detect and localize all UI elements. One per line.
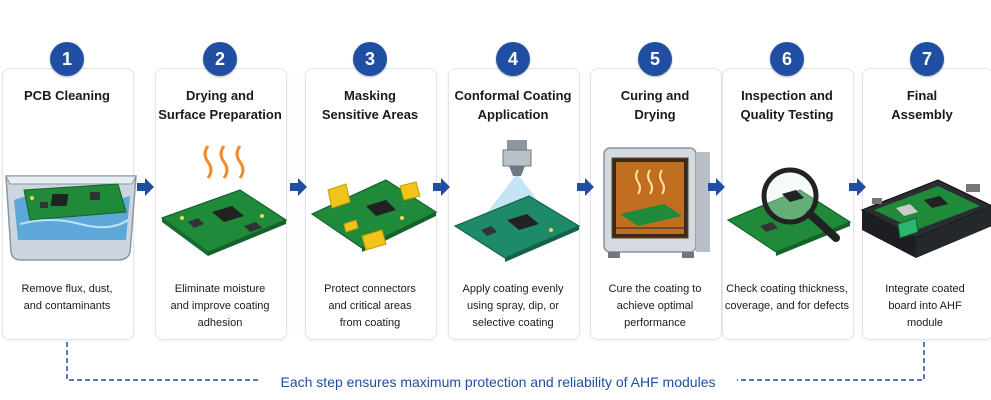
step-description-2: Eliminate moisture and improve coating a… bbox=[170, 283, 270, 329]
step-title-5: Curing and Drying bbox=[620, 88, 690, 122]
step-description-1: Remove flux, dust, and contaminants bbox=[21, 283, 113, 312]
step-description-5: Cure the coating to achieve optimal perf… bbox=[608, 283, 702, 329]
final-assembly-enclosure-illustration bbox=[860, 179, 991, 258]
step-number-badge-1: 1 bbox=[50, 42, 84, 76]
step-description-6: Check coating thickness, coverage, and f… bbox=[724, 283, 850, 312]
arrow-right-icon bbox=[290, 178, 307, 196]
arrow-right-icon bbox=[433, 178, 450, 196]
step-title-2: Drying and Surface Preparation bbox=[158, 88, 282, 122]
spray-coating-illustration bbox=[453, 140, 581, 262]
arrow-right-icon bbox=[708, 178, 725, 196]
arrow-right-icon bbox=[849, 178, 866, 196]
footer-caption: Each step ensures maximum protection and… bbox=[259, 372, 737, 392]
step-description-4: Apply coating evenly using spray, dip, o… bbox=[462, 283, 564, 329]
step-title-3: Masking Sensitive Areas bbox=[321, 88, 419, 122]
arrow-right-icon bbox=[137, 178, 154, 196]
step-number-badge-2: 2 bbox=[203, 42, 237, 76]
step-title-4: Conformal Coating Application bbox=[454, 88, 572, 122]
pcb-drying-illustration bbox=[160, 145, 288, 256]
inspection-magnifier-illustration bbox=[726, 167, 852, 256]
step-number-badge-6: 6 bbox=[770, 42, 804, 76]
step-title-7: Final Assembly bbox=[891, 88, 953, 122]
step-description-7: Integrate coated board into AHF module bbox=[885, 283, 965, 329]
curing-oven-illustration bbox=[603, 147, 710, 258]
step-number-badge-4: 4 bbox=[496, 42, 530, 76]
step-description-3: Protect connectors and critical areas fr… bbox=[324, 283, 416, 329]
pcb-cleaning-tank-illustration bbox=[5, 175, 137, 261]
step-number-badge-7: 7 bbox=[910, 42, 944, 76]
step-number-badge-3: 3 bbox=[353, 42, 387, 76]
arrow-right-icon bbox=[577, 178, 594, 196]
pcb-masking-illustration bbox=[310, 179, 438, 252]
step-number-badge-5: 5 bbox=[638, 42, 672, 76]
step-title-6: Inspection and Quality Testing bbox=[740, 88, 834, 122]
step-title-1: PCB Cleaning bbox=[24, 88, 110, 103]
